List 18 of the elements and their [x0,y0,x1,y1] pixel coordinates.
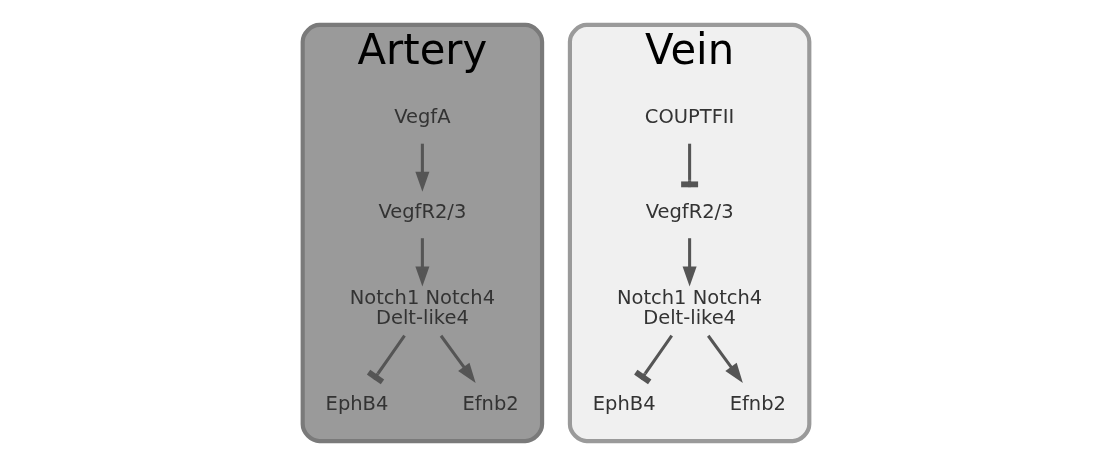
node-text: Notch1 Notch4 Delt-like4 [349,285,496,330]
arrow [439,334,476,384]
connector [366,334,406,385]
arrow [707,334,743,384]
connector [681,143,699,188]
connector [634,334,673,385]
node-text: VegfR2/3 [378,199,467,223]
arrow [415,238,430,287]
arrow [682,238,697,287]
node-text: VegfR2/3 [645,199,734,223]
node-text: EphB4 [325,392,389,416]
node-text: EphB4 [592,392,656,416]
arrow [415,143,430,192]
node-text: Notch1 Notch4 Delt-like4 [616,285,763,330]
node-text: Efnb2 [462,392,519,416]
node-text: Efnb2 [729,392,786,416]
node-text: VegfA [394,105,451,129]
node-text: COUPTFII [644,105,735,129]
